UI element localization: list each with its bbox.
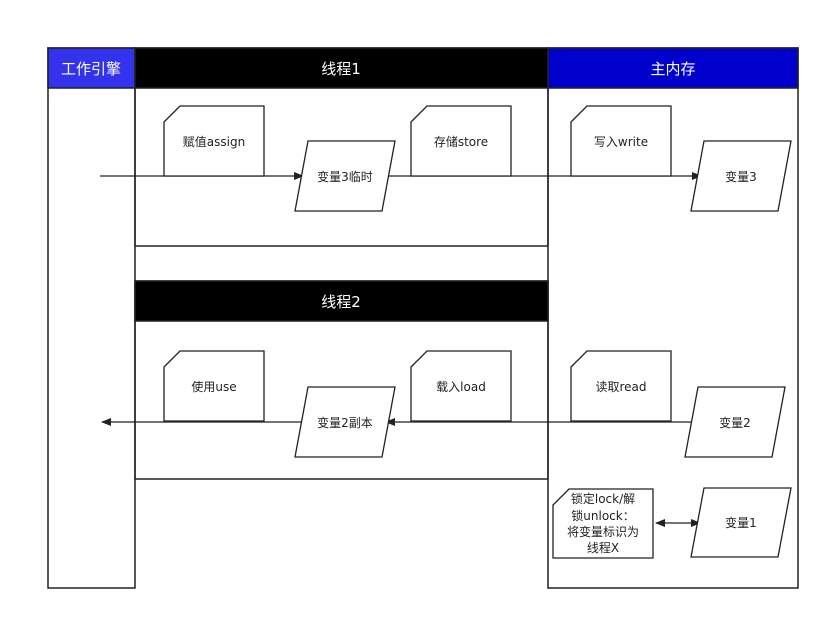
lock-label-line-4: 线程X: [587, 540, 619, 555]
memory-header-label: 主内存: [650, 60, 695, 78]
read-label: 读取read: [595, 380, 646, 394]
thread1-header: [134, 47, 549, 89]
lock-label-line-3: 将变量标识为: [567, 524, 639, 539]
var3-parallelogram: [690, 140, 792, 212]
thread1-header-label: 线程1: [321, 60, 361, 78]
load-card: [410, 350, 512, 422]
thread2-header: [134, 280, 549, 322]
copy-var-parallelogram: [294, 386, 396, 458]
copy-var-label: 变量2副本: [317, 415, 373, 430]
lock-card: [552, 488, 654, 559]
var1-parallelogram: [690, 487, 792, 558]
write-card: [570, 105, 672, 177]
engine-lane: [47, 47, 136, 589]
assign-card: [163, 105, 265, 177]
read-card: [570, 350, 672, 422]
use-label: 使用use: [191, 379, 236, 394]
use-card: [163, 350, 265, 422]
assign-label: 赋值assign: [183, 134, 245, 149]
temp-var-parallelogram: [294, 140, 396, 212]
var1-label: 变量1: [725, 515, 757, 530]
temp-var-label: 变量3临时: [317, 169, 373, 184]
store-card: [410, 105, 512, 177]
var2-parallelogram: [684, 386, 786, 458]
var3-label: 变量3: [725, 169, 757, 184]
thread2-header-label: 线程2: [321, 293, 361, 311]
engine-header: [47, 47, 136, 89]
lock-label-line-2: 锁unlock：: [571, 508, 634, 523]
engine-header-label: 工作引擎: [61, 60, 121, 78]
lock-label-line-1: 锁定lock/解: [571, 491, 635, 506]
load-label: 载入load: [436, 380, 486, 394]
memory-header: [547, 47, 799, 89]
var2-label: 变量2: [719, 415, 751, 430]
write-label: 写入write: [594, 135, 648, 149]
store-label: 存储store: [434, 134, 488, 149]
